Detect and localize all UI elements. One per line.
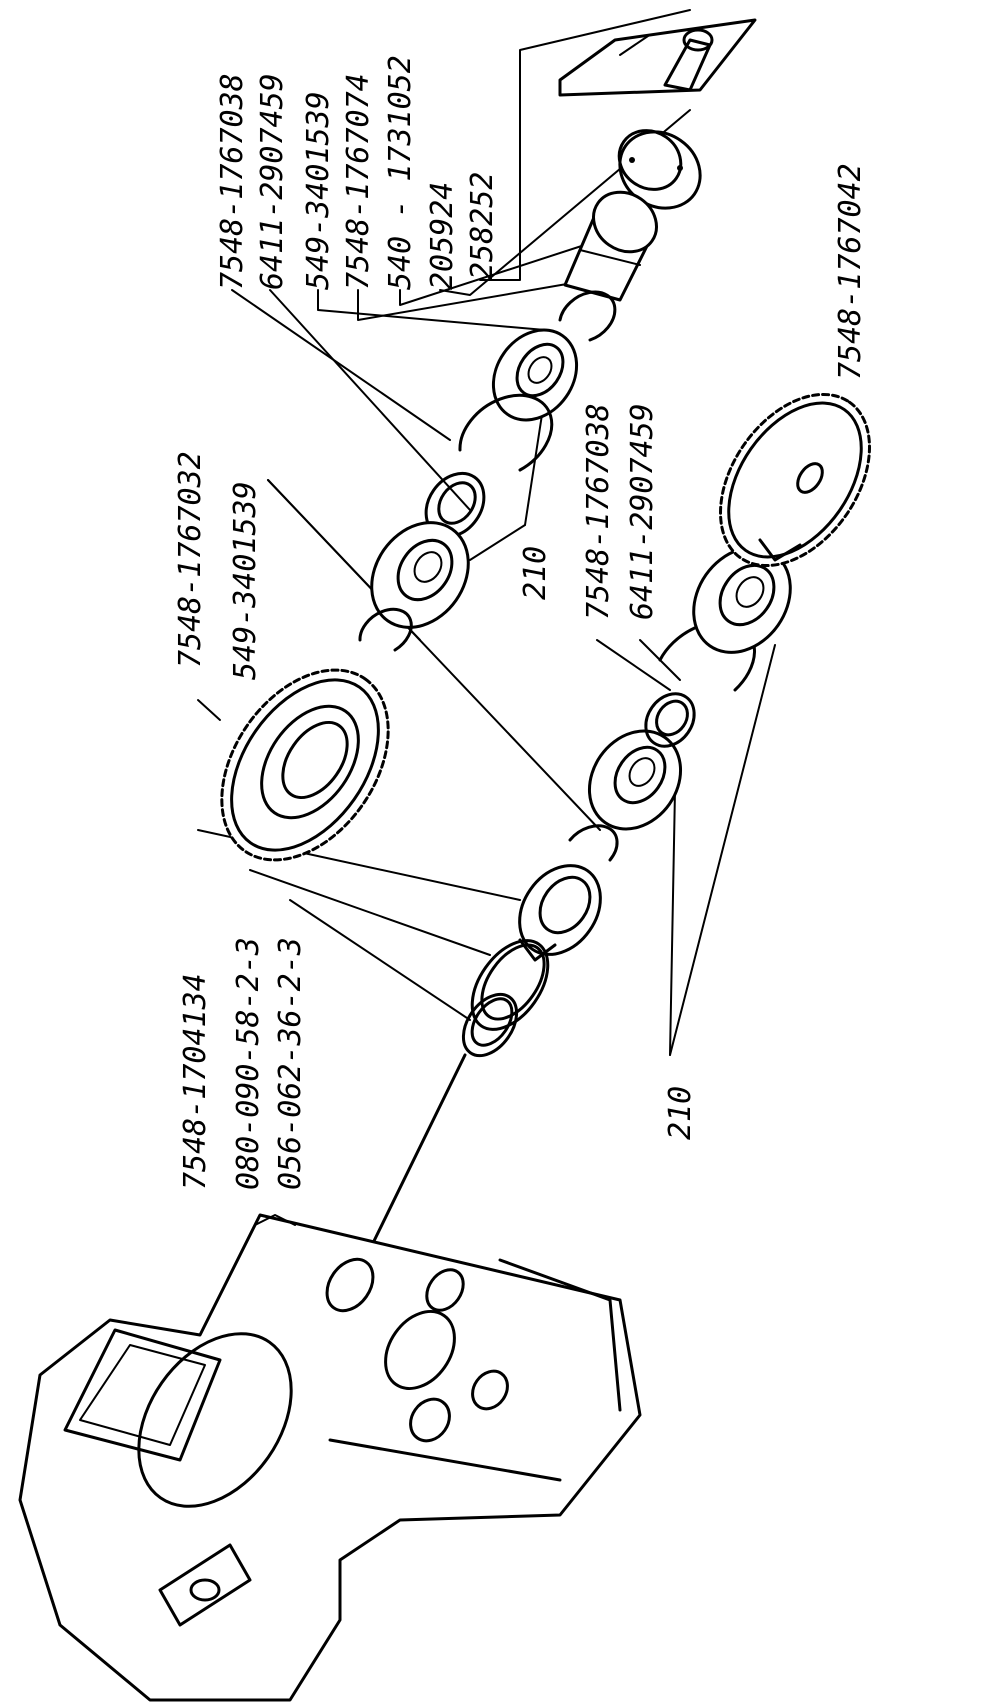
snap-ring-small <box>358 607 413 652</box>
label-210-lower: 210 <box>663 1086 698 1140</box>
label-056-062-36-2-3: 056-062-36-2-3 <box>273 937 308 1190</box>
upper-gear <box>220 668 390 862</box>
bearing-4 <box>692 546 792 654</box>
flange-bushing <box>518 864 602 962</box>
gearbox-housing <box>18 1213 642 1702</box>
label-7548-1767074: 7548-1767074 <box>341 73 376 290</box>
leader-lines <box>197 9 849 1292</box>
labels-ref-210: 210 210 <box>518 546 698 1140</box>
snap-ring-top <box>558 290 617 342</box>
label-258252: 258252 <box>465 172 500 280</box>
label-549-3401539-gear: 549-3401539 <box>228 481 263 680</box>
o-ring-small <box>461 992 519 1058</box>
right-gear <box>719 392 871 568</box>
labels-left-group: 7548-1704134 080-090-58-2-3 056-062-36-2… <box>178 937 308 1190</box>
label-6411-2907459-top: 6411-2907459 <box>255 73 290 290</box>
label-7548-1704134: 7548-1704134 <box>178 973 213 1190</box>
label-210-upper: 210 <box>518 546 553 600</box>
label-7548-1767042: 7548-1767042 <box>833 163 868 380</box>
o-ring-large <box>470 939 550 1031</box>
label-549-3401539-top: 549-3401539 <box>301 91 336 290</box>
label-205924: 205924 <box>425 182 460 290</box>
label-7548-1767032: 7548-1767032 <box>173 451 208 668</box>
bearing-1 <box>491 328 579 422</box>
label-6411-2907459-mid: 6411-2907459 <box>625 403 660 620</box>
spacer-ring-2 <box>644 692 696 748</box>
bearing-2 <box>370 521 470 629</box>
label-080-090-58-2-3: 080-090-58-2-3 <box>231 937 266 1190</box>
snap-ring-mid <box>568 824 619 862</box>
labels-upper-gear: 7548-1767032 549-3401539 <box>173 451 263 680</box>
bolt-and-plate <box>558 18 757 97</box>
shaft-cylinder <box>563 190 658 302</box>
label-540-1731052: 540 - 1731052 <box>383 55 418 290</box>
labels-middle-group: 7548-1767038 6411-2907459 <box>581 403 660 620</box>
label-7548-1767038-mid: 7548-1767038 <box>581 403 616 620</box>
labels-top-group: 7548-1767038 6411-2907459 549-3401539 75… <box>215 55 500 290</box>
labels-right-gear: 7548-1767042 <box>833 163 868 380</box>
label-7548-1767038-top: 7548-1767038 <box>215 73 250 290</box>
snap-ring-large <box>458 393 554 472</box>
bearing-3 <box>587 729 683 831</box>
